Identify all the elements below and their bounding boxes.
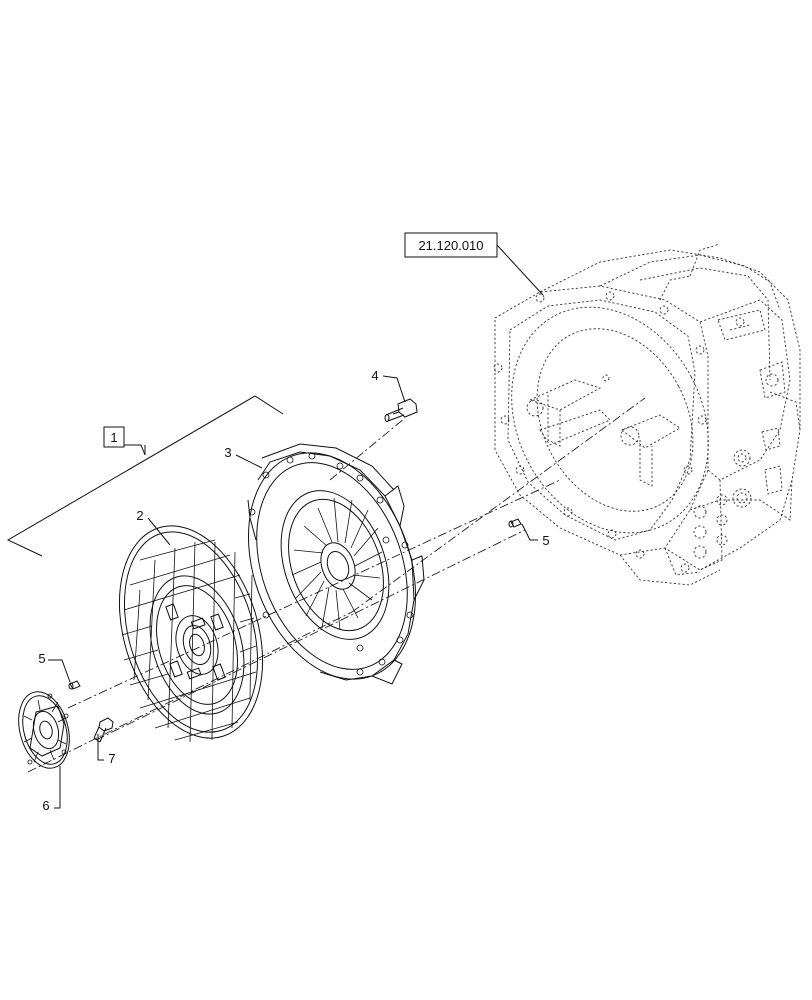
diaphragm-fingers (291, 497, 383, 631)
bolt-7 (93, 717, 114, 743)
transmission-housing (493, 243, 801, 586)
callout-1-label: 1 (110, 430, 117, 445)
callout-7-label: 7 (108, 751, 115, 766)
damper-hub (18, 691, 70, 769)
callout-5-right-label: 5 (542, 533, 549, 548)
pin-5-left (68, 680, 81, 690)
callout-6-label: 6 (42, 798, 49, 813)
callout-5-left-label: 5 (38, 651, 45, 666)
bolt-4 (384, 398, 418, 422)
assembly-axes (27, 397, 646, 773)
callout-4-label: 4 (371, 368, 378, 383)
assembly-bracket (6, 395, 284, 557)
friction-lining-pattern (121, 539, 257, 743)
clutch-disc (118, 525, 264, 743)
callout-3-label: 3 (224, 445, 231, 460)
callout-reference: 21.120.010 (404, 232, 498, 258)
pin-5-right (508, 518, 522, 528)
callout-2-label: 2 (136, 508, 143, 523)
leader-lines (48, 244, 544, 809)
pressure-plate (247, 443, 425, 685)
reference-label: 21.120.010 (418, 238, 483, 253)
callout-1: 1 (103, 426, 125, 448)
